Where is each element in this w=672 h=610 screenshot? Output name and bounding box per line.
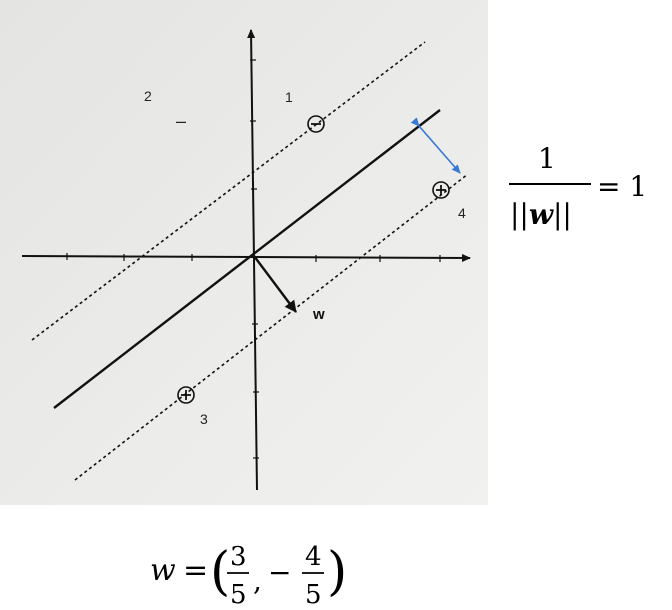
w-eq-equals: = <box>183 553 208 588</box>
point-3-positive <box>177 386 195 404</box>
w-eq-open-paren: ( <box>210 542 230 602</box>
upper-margin-line <box>31 41 426 341</box>
y-axis-ticks <box>250 59 259 459</box>
region-label-3: 3 <box>200 411 208 427</box>
w-vector-arrow <box>253 255 297 313</box>
w-eq-den1: 5 <box>230 580 247 610</box>
decision-boundary <box>53 109 441 409</box>
point-1-negative <box>307 115 325 133</box>
lower-margin-line <box>74 173 469 481</box>
y-axis <box>247 29 258 491</box>
x-axis-ticks <box>66 253 441 262</box>
region-label-1: 1 <box>285 89 293 105</box>
w-vector-label: w <box>312 306 325 323</box>
margin-eq-rhs: = 1 <box>597 170 647 203</box>
w-eq-den2: 5 <box>305 580 322 610</box>
w-equation: w = ( 3 5 , − 4 5 ) <box>150 542 347 610</box>
x-axis <box>21 253 471 262</box>
region-label-4: 4 <box>458 205 466 221</box>
margin-equation: 1 ||w|| = 1 <box>509 142 647 231</box>
margin-width-arrow <box>410 117 461 174</box>
w-eq-lhs: w <box>150 553 176 588</box>
point-4-positive <box>432 181 450 199</box>
margin-eq-denominator: ||w|| <box>510 198 572 231</box>
w-eq-close-paren: ) <box>327 542 347 602</box>
region-label-2: 2 <box>144 88 152 104</box>
w-eq-comma: , <box>253 564 262 597</box>
w-eq-num1: 3 <box>230 542 247 572</box>
w-eq-num2: 4 <box>305 542 322 572</box>
w-eq-minus: − <box>268 556 291 589</box>
margin-eq-numerator: 1 <box>538 142 556 175</box>
negative-region-sign: – <box>176 111 186 131</box>
paper-background <box>0 0 488 505</box>
